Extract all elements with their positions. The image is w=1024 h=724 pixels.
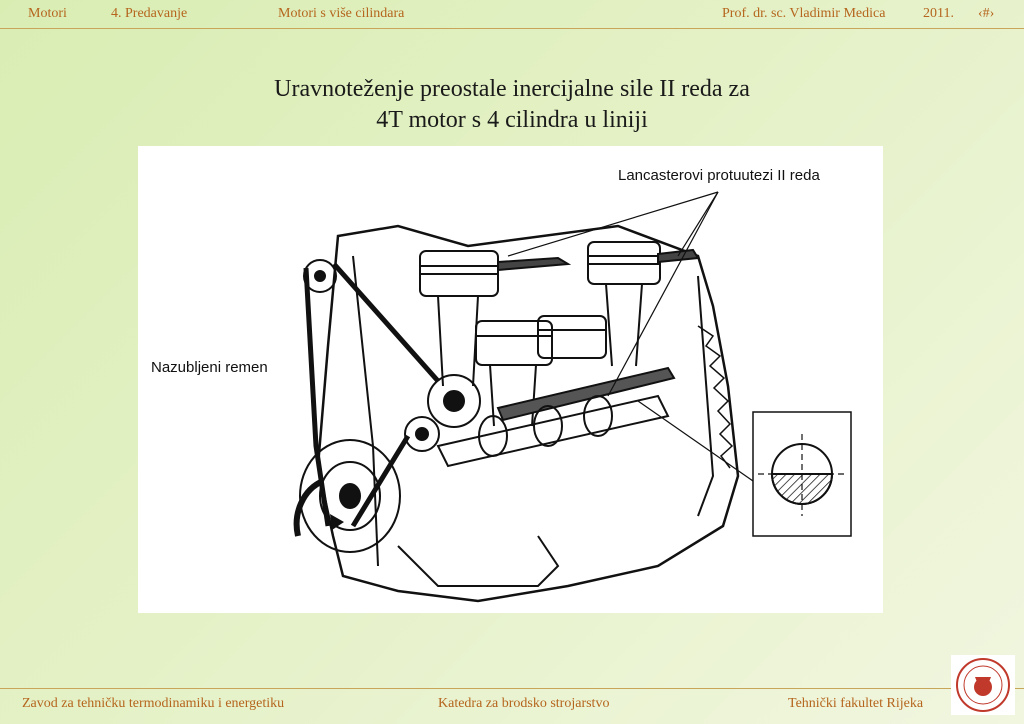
header-slide-number: ‹#› xyxy=(978,6,995,21)
footer-institute: Zavod za tehničku termodinamiku i energe… xyxy=(22,696,285,711)
rotation-arrow-icon xyxy=(293,478,344,537)
engine-cutaway-drawing xyxy=(293,191,852,603)
slide-title-line1: Uravnoteženje preostale inercijalne sile… xyxy=(274,76,750,102)
slide-footer: Zavod za tehničku termodinamiku i energe… xyxy=(0,688,1024,724)
footer-department: Katedra za brodsko strojarstvo xyxy=(438,696,610,711)
header-author: Prof. dr. sc. Vladimir Medica xyxy=(722,6,886,21)
header-lecture: 4. Predavanje xyxy=(111,6,188,21)
header-topic: Motori s više cilindara xyxy=(278,6,405,21)
slide-title: Uravnoteženje preostale inercijalne sile… xyxy=(0,74,1024,136)
engine-figure: Lancasterovi protuutezi II reda Nazublje… xyxy=(138,146,883,613)
footer-faculty: Tehnički fakultet Rijeka xyxy=(788,696,924,711)
header-course: Motori xyxy=(28,6,67,21)
label-lancaster-counterweights: Lancasterovi protuutezi II reda xyxy=(618,167,820,184)
footer-rule xyxy=(0,688,1024,689)
university-seal-icon xyxy=(951,655,1015,715)
label-toothed-belt: Nazubljeni remen xyxy=(151,359,268,376)
header-rule xyxy=(0,28,1024,29)
slide-title-line2: 4T motor s 4 cilindra u liniji xyxy=(376,107,648,133)
header-year: 2011. xyxy=(923,6,954,21)
slide-header: Motori 4. Predavanje Motori s više cilin… xyxy=(0,0,1024,28)
